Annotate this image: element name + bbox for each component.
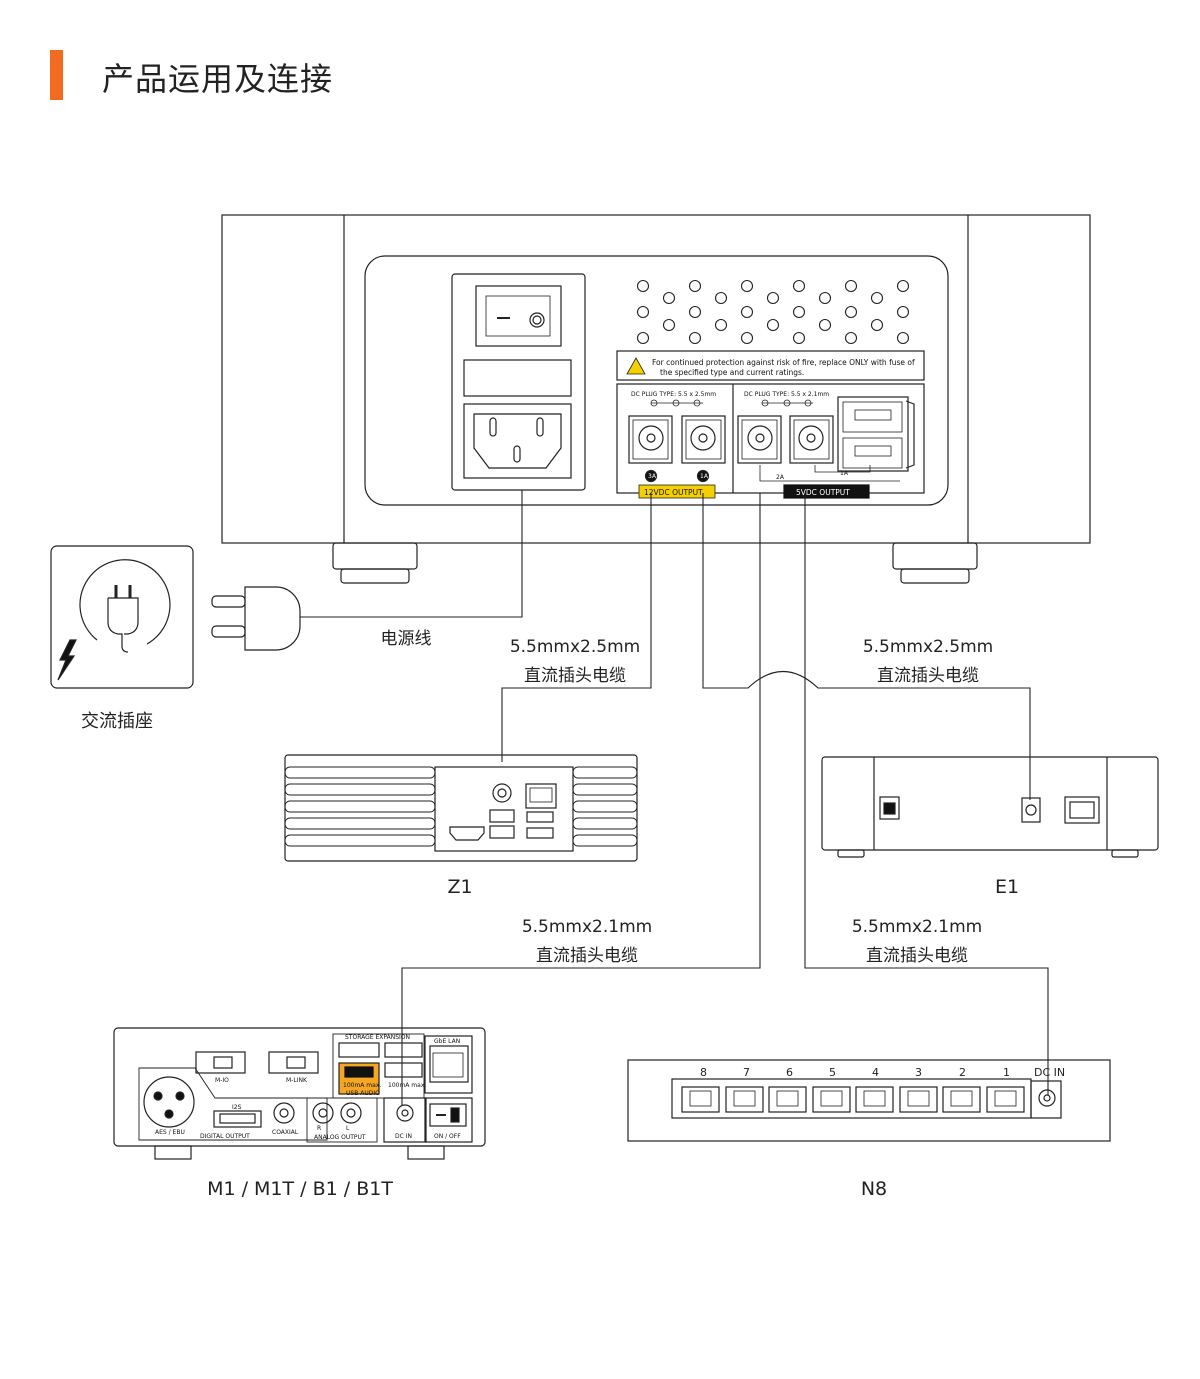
analog-output-label: ANALOG OUTPUT: [314, 1134, 366, 1141]
n8-port-8: 8: [700, 1066, 707, 1079]
r-label: R: [317, 1125, 321, 1132]
z1-caption: Z1: [447, 876, 473, 898]
cable-b-size: 5.5mmx2.5mm: [862, 637, 994, 657]
cables: [300, 490, 1049, 1105]
power-cord-label: 电源线: [380, 629, 432, 649]
z1-device: [284, 754, 638, 862]
gbe-lan-label: GbE LAN: [434, 1038, 460, 1045]
n8-dc-in-label: DC IN: [1034, 1066, 1065, 1079]
power-plug: [211, 586, 301, 651]
dc-plug-type-12v: DC PLUG TYPE: 5.5 x 2.5mm: [631, 391, 716, 398]
usb-audio-label: USB AUDIO: [346, 1090, 380, 1097]
power-supply-unit: [221, 214, 1091, 584]
n8-port-7: 7: [743, 1066, 750, 1079]
i2s-label: I2S: [232, 1104, 242, 1111]
cable-c-size: 5.5mmx2.1mm: [521, 917, 653, 937]
amp-2a: 2A: [776, 474, 785, 481]
warning-line1: For continued protection against risk of…: [652, 358, 915, 367]
vent-holes: [636, 279, 910, 345]
n8-port-2: 2: [959, 1066, 966, 1079]
n8-port-4: 4: [872, 1066, 879, 1079]
usb-100ma-label-a: 100mA max.: [343, 1082, 381, 1089]
m1-device: [113, 1027, 486, 1160]
dc-plug-type-5v: DC PLUG TYPE: 5.5 x 2.1mm: [744, 391, 829, 398]
m1-dc-in-label: DC IN: [395, 1133, 412, 1140]
n8-port-5: 5: [829, 1066, 836, 1079]
coaxial-label: COAXIAL: [272, 1129, 299, 1136]
digital-output-label: DIGITAL OUTPUT: [200, 1133, 250, 1140]
on-off-label: ON / OFF: [434, 1133, 461, 1140]
cable-a-size: 5.5mmx2.5mm: [509, 637, 641, 657]
storage-expansion-label: STORAGE EXPANSION: [345, 1034, 410, 1041]
n8-port-6: 6: [786, 1066, 793, 1079]
m1-text: STORAGE EXPANSION GbE LAN M-IO M-LINK 10…: [155, 1034, 461, 1141]
cable-d-type: 直流插头电缆: [866, 946, 968, 966]
n8-port-3: 3: [915, 1066, 922, 1079]
e1-caption: E1: [994, 876, 1020, 898]
ac-outlet-graphic: [50, 545, 194, 689]
psu-text: For continued protection against risk of…: [631, 358, 915, 497]
cable-b-type: 直流插头电缆: [877, 666, 979, 686]
n8-caption: N8: [860, 1178, 888, 1200]
n8-text: 8 7 6 5 4 3 2 1 DC IN: [700, 1066, 1065, 1079]
page-title: 产品运用及连接: [102, 60, 334, 98]
aes-ebu-label: AES / EBU: [155, 1129, 185, 1136]
usb-100ma-label-b: 100mA max.: [388, 1082, 426, 1089]
e1-device: [821, 756, 1159, 858]
cable-a-type: 直流插头电缆: [524, 666, 626, 686]
m-link-label: M-LINK: [286, 1077, 308, 1084]
ac-outlet-label: 交流插座: [81, 711, 153, 732]
n8-device: [627, 1059, 1111, 1142]
title-accent-bar: [50, 50, 63, 100]
amp-3a: 3A: [648, 473, 657, 480]
m-io-label: M-IO: [215, 1077, 229, 1084]
cable-d-size: 5.5mmx2.1mm: [851, 917, 983, 937]
label-12vdc-output: 12VDC OUTPUT: [644, 488, 703, 497]
amp-1a-usb: 1A: [840, 470, 849, 477]
amp-1a: 1A: [700, 473, 709, 480]
label-5vdc-output: 5VDC OUTPUT: [796, 488, 850, 497]
warning-line2: the specified type and current ratings.: [660, 368, 804, 377]
l-label: L: [346, 1125, 350, 1132]
n8-port-1: 1: [1003, 1066, 1010, 1079]
cable-c-type: 直流插头电缆: [536, 946, 638, 966]
m1-caption: M1 / M1T / B1 / B1T: [207, 1178, 393, 1200]
